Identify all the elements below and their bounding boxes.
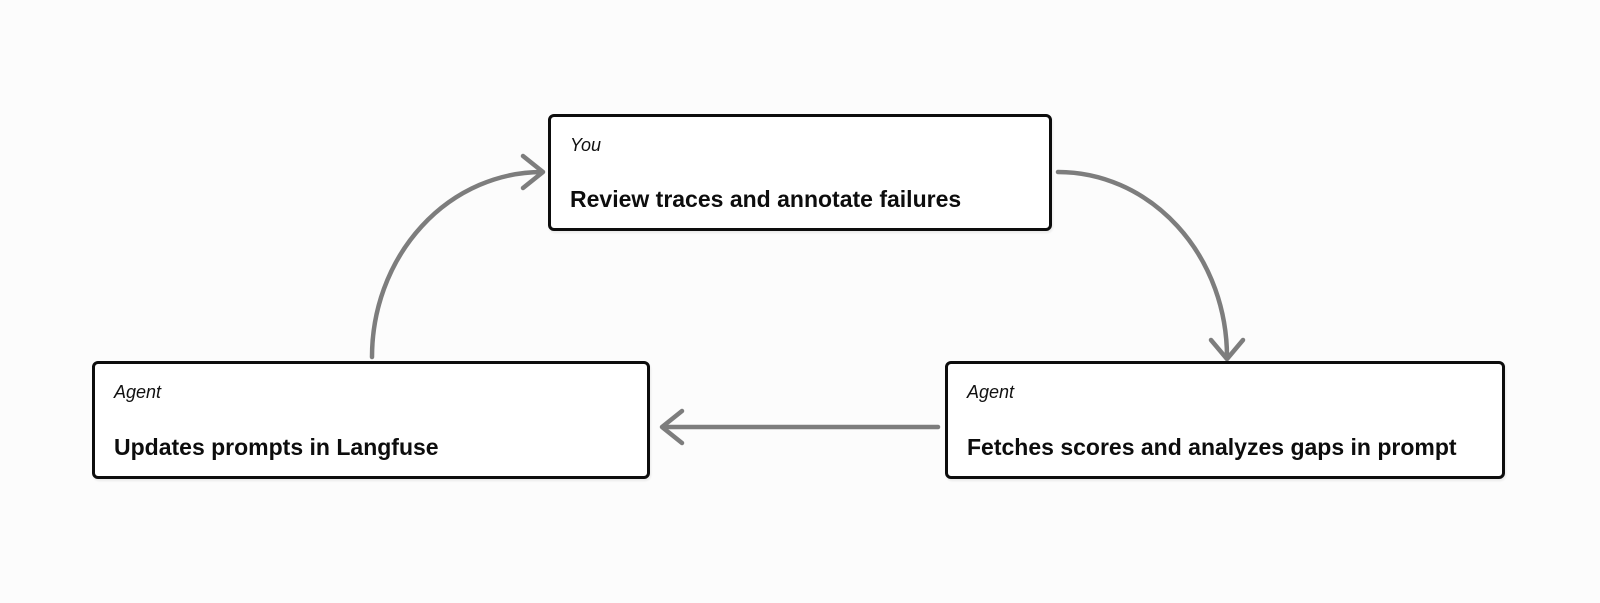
straight-arrow-bottomright-to-bottomleft-icon	[659, 408, 941, 446]
curved-arrow-top-to-bottomright-icon	[1055, 169, 1246, 362]
arrowhead-left-icon	[659, 408, 685, 446]
node-title-label: Review traces and annotate failures	[570, 186, 962, 212]
node-role-label: Agent	[114, 382, 162, 402]
node-role-label: Agent	[967, 382, 1015, 402]
node-you-review-traces: You Review traces and annotate failures	[548, 114, 1052, 231]
node-title-label: Updates prompts in Langfuse	[114, 434, 439, 460]
arrowhead-down-icon	[1208, 337, 1246, 362]
node-agent-updates-prompts: Agent Updates prompts in Langfuse	[92, 361, 650, 479]
curved-arrow-bottomleft-to-top-icon	[369, 153, 546, 360]
node-role-label: You	[570, 135, 602, 155]
arrowhead-right-icon	[520, 153, 546, 191]
node-agent-fetches-scores: Agent Fetches scores and analyzes gaps i…	[945, 361, 1505, 479]
node-title-label: Fetches scores and analyzes gaps in prom…	[967, 434, 1457, 460]
